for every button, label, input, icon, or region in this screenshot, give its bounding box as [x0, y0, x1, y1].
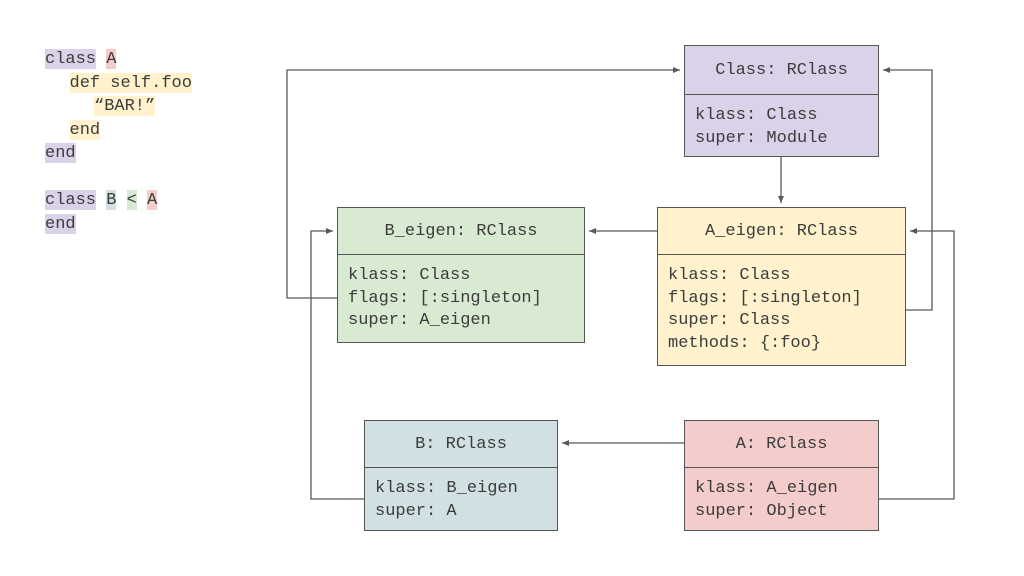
- code-token: A: [106, 49, 117, 69]
- field: super: A: [375, 501, 457, 521]
- class-rclass-fields: klass: Class super: Module: [685, 95, 878, 150]
- a-eigen-box: A_eigen: RClass klass: Class flags: [:si…: [657, 207, 906, 366]
- b-eigen-klass-arrow: [286, 67, 680, 299]
- b-rclass-box: B: RClass klass: B_eigen super: A: [364, 420, 558, 531]
- field: flags: [:singleton]: [668, 288, 862, 308]
- code-line: class B < A: [45, 189, 192, 213]
- code-token: A: [147, 190, 158, 210]
- code-line: def self.foo: [45, 72, 192, 96]
- field: super: Object: [695, 501, 828, 521]
- code-line: class A: [45, 48, 192, 72]
- a-eigen-title: A_eigen: RClass: [658, 208, 905, 255]
- a-eigen-klass-arrow: [883, 67, 933, 311]
- a-rclass-title: A: RClass: [685, 421, 878, 468]
- code-line: end: [45, 142, 192, 166]
- code-line: end: [45, 119, 192, 143]
- field: klass: A_eigen: [695, 479, 838, 498]
- code-token: <: [126, 190, 137, 210]
- class-rclass-title: Class: RClass: [685, 46, 878, 95]
- field: klass: Class: [668, 266, 791, 285]
- field: super: Class: [668, 311, 791, 330]
- b-rclass-fields: klass: B_eigen super: A: [365, 468, 557, 523]
- field: flags: [:singleton]: [348, 288, 542, 308]
- a-klass-to-a-eigen-arrow: [879, 228, 955, 500]
- code-token: def self.foo: [69, 72, 192, 93]
- code-token: B: [106, 190, 117, 210]
- code-token: class: [45, 49, 97, 69]
- b-klass-to-b-eigen-arrow: [310, 228, 364, 500]
- a-eigen-fields: klass: Class flags: [:singleton] super: …: [658, 255, 905, 355]
- code-token: end: [69, 119, 101, 140]
- a-rclass-box: A: RClass klass: A_eigen super: Object: [684, 420, 879, 531]
- code-line: end: [45, 213, 192, 237]
- field: klass: B_eigen: [375, 479, 518, 498]
- b-eigen-box: B_eigen: RClass klass: Class flags: [:si…: [337, 207, 585, 343]
- class-rclass-box: Class: RClass klass: Class super: Module: [684, 45, 879, 157]
- b-rclass-title: B: RClass: [365, 421, 557, 468]
- code-token: class: [45, 190, 97, 210]
- field: klass: Class: [348, 266, 471, 285]
- b-eigen-fields: klass: Class flags: [:singleton] super: …: [338, 255, 584, 333]
- field: methods: {:foo}: [668, 333, 822, 353]
- code-token: end: [45, 143, 76, 163]
- code-token: “BAR!”: [94, 96, 156, 116]
- field: super: A_eigen: [348, 311, 491, 330]
- field: super: Module: [695, 128, 828, 148]
- code-line: “BAR!”: [45, 95, 192, 119]
- code-token: end: [45, 213, 76, 234]
- a-rclass-fields: klass: A_eigen super: Object: [685, 468, 878, 523]
- field: klass: Class: [695, 106, 818, 125]
- b-eigen-title: B_eigen: RClass: [338, 208, 584, 255]
